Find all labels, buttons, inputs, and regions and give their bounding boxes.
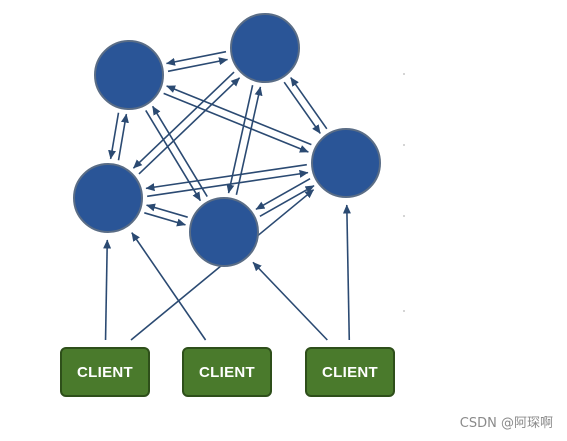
edge-node-b-to-node-a <box>165 50 227 66</box>
edge-node-b-to-node-c <box>132 71 235 169</box>
edge-mark <box>403 310 405 312</box>
edge-node-e-to-node-b <box>290 77 328 130</box>
edge-node-e-to-node-c <box>145 163 307 192</box>
server-node-d <box>189 197 259 267</box>
edge-node-a-to-node-b <box>167 57 229 73</box>
edge-node-e-to-node-d <box>255 178 311 211</box>
client-label: CLIENT <box>77 364 133 381</box>
edge-node-c-to-node-b <box>138 77 241 175</box>
edge-node-b-to-node-e <box>283 81 321 134</box>
client-box-2: CLIENT <box>182 347 272 397</box>
clients-layer: CLIENT CLIENT CLIENT <box>60 347 395 397</box>
edge-node-a-to-node-c <box>108 112 120 160</box>
edge-mark <box>403 144 405 146</box>
edge-node-d-to-node-b <box>235 86 263 195</box>
client-box-3: CLIENT <box>305 347 395 397</box>
edge-node-e-to-node-a <box>166 85 312 146</box>
edge-client-3-to-node-d <box>252 261 328 341</box>
client-box-rect <box>182 347 272 397</box>
edge-client-2-to-node-c <box>131 232 207 341</box>
edges-layer <box>103 50 351 341</box>
edge-node-d-to-node-c <box>146 203 188 218</box>
server-node-c <box>73 163 143 233</box>
edge-node-a-to-node-e <box>163 92 309 153</box>
edge-node-c-to-node-a <box>117 113 129 161</box>
edge-mark <box>403 215 405 217</box>
server-node-a <box>94 40 164 110</box>
client-box-rect <box>305 347 395 397</box>
nodes-layer <box>73 13 381 267</box>
server-node-b <box>230 13 300 83</box>
client-box-rect <box>60 347 150 397</box>
client-box-1: CLIENT <box>60 347 150 397</box>
edge-node-d-to-node-a <box>151 105 208 197</box>
server-node-e <box>311 128 381 198</box>
watermark: CSDN @阿琛啊 <box>459 416 553 431</box>
edge-client-3-to-node-e <box>342 204 351 341</box>
edge-mark <box>403 73 405 75</box>
client-label: CLIENT <box>199 364 255 381</box>
edge-node-c-to-node-e <box>147 169 309 198</box>
client-label: CLIENT <box>322 364 378 381</box>
edge-node-a-to-node-d <box>145 110 202 202</box>
edge-client-1-to-node-c <box>103 239 112 341</box>
edge-node-c-to-node-d <box>144 212 186 227</box>
